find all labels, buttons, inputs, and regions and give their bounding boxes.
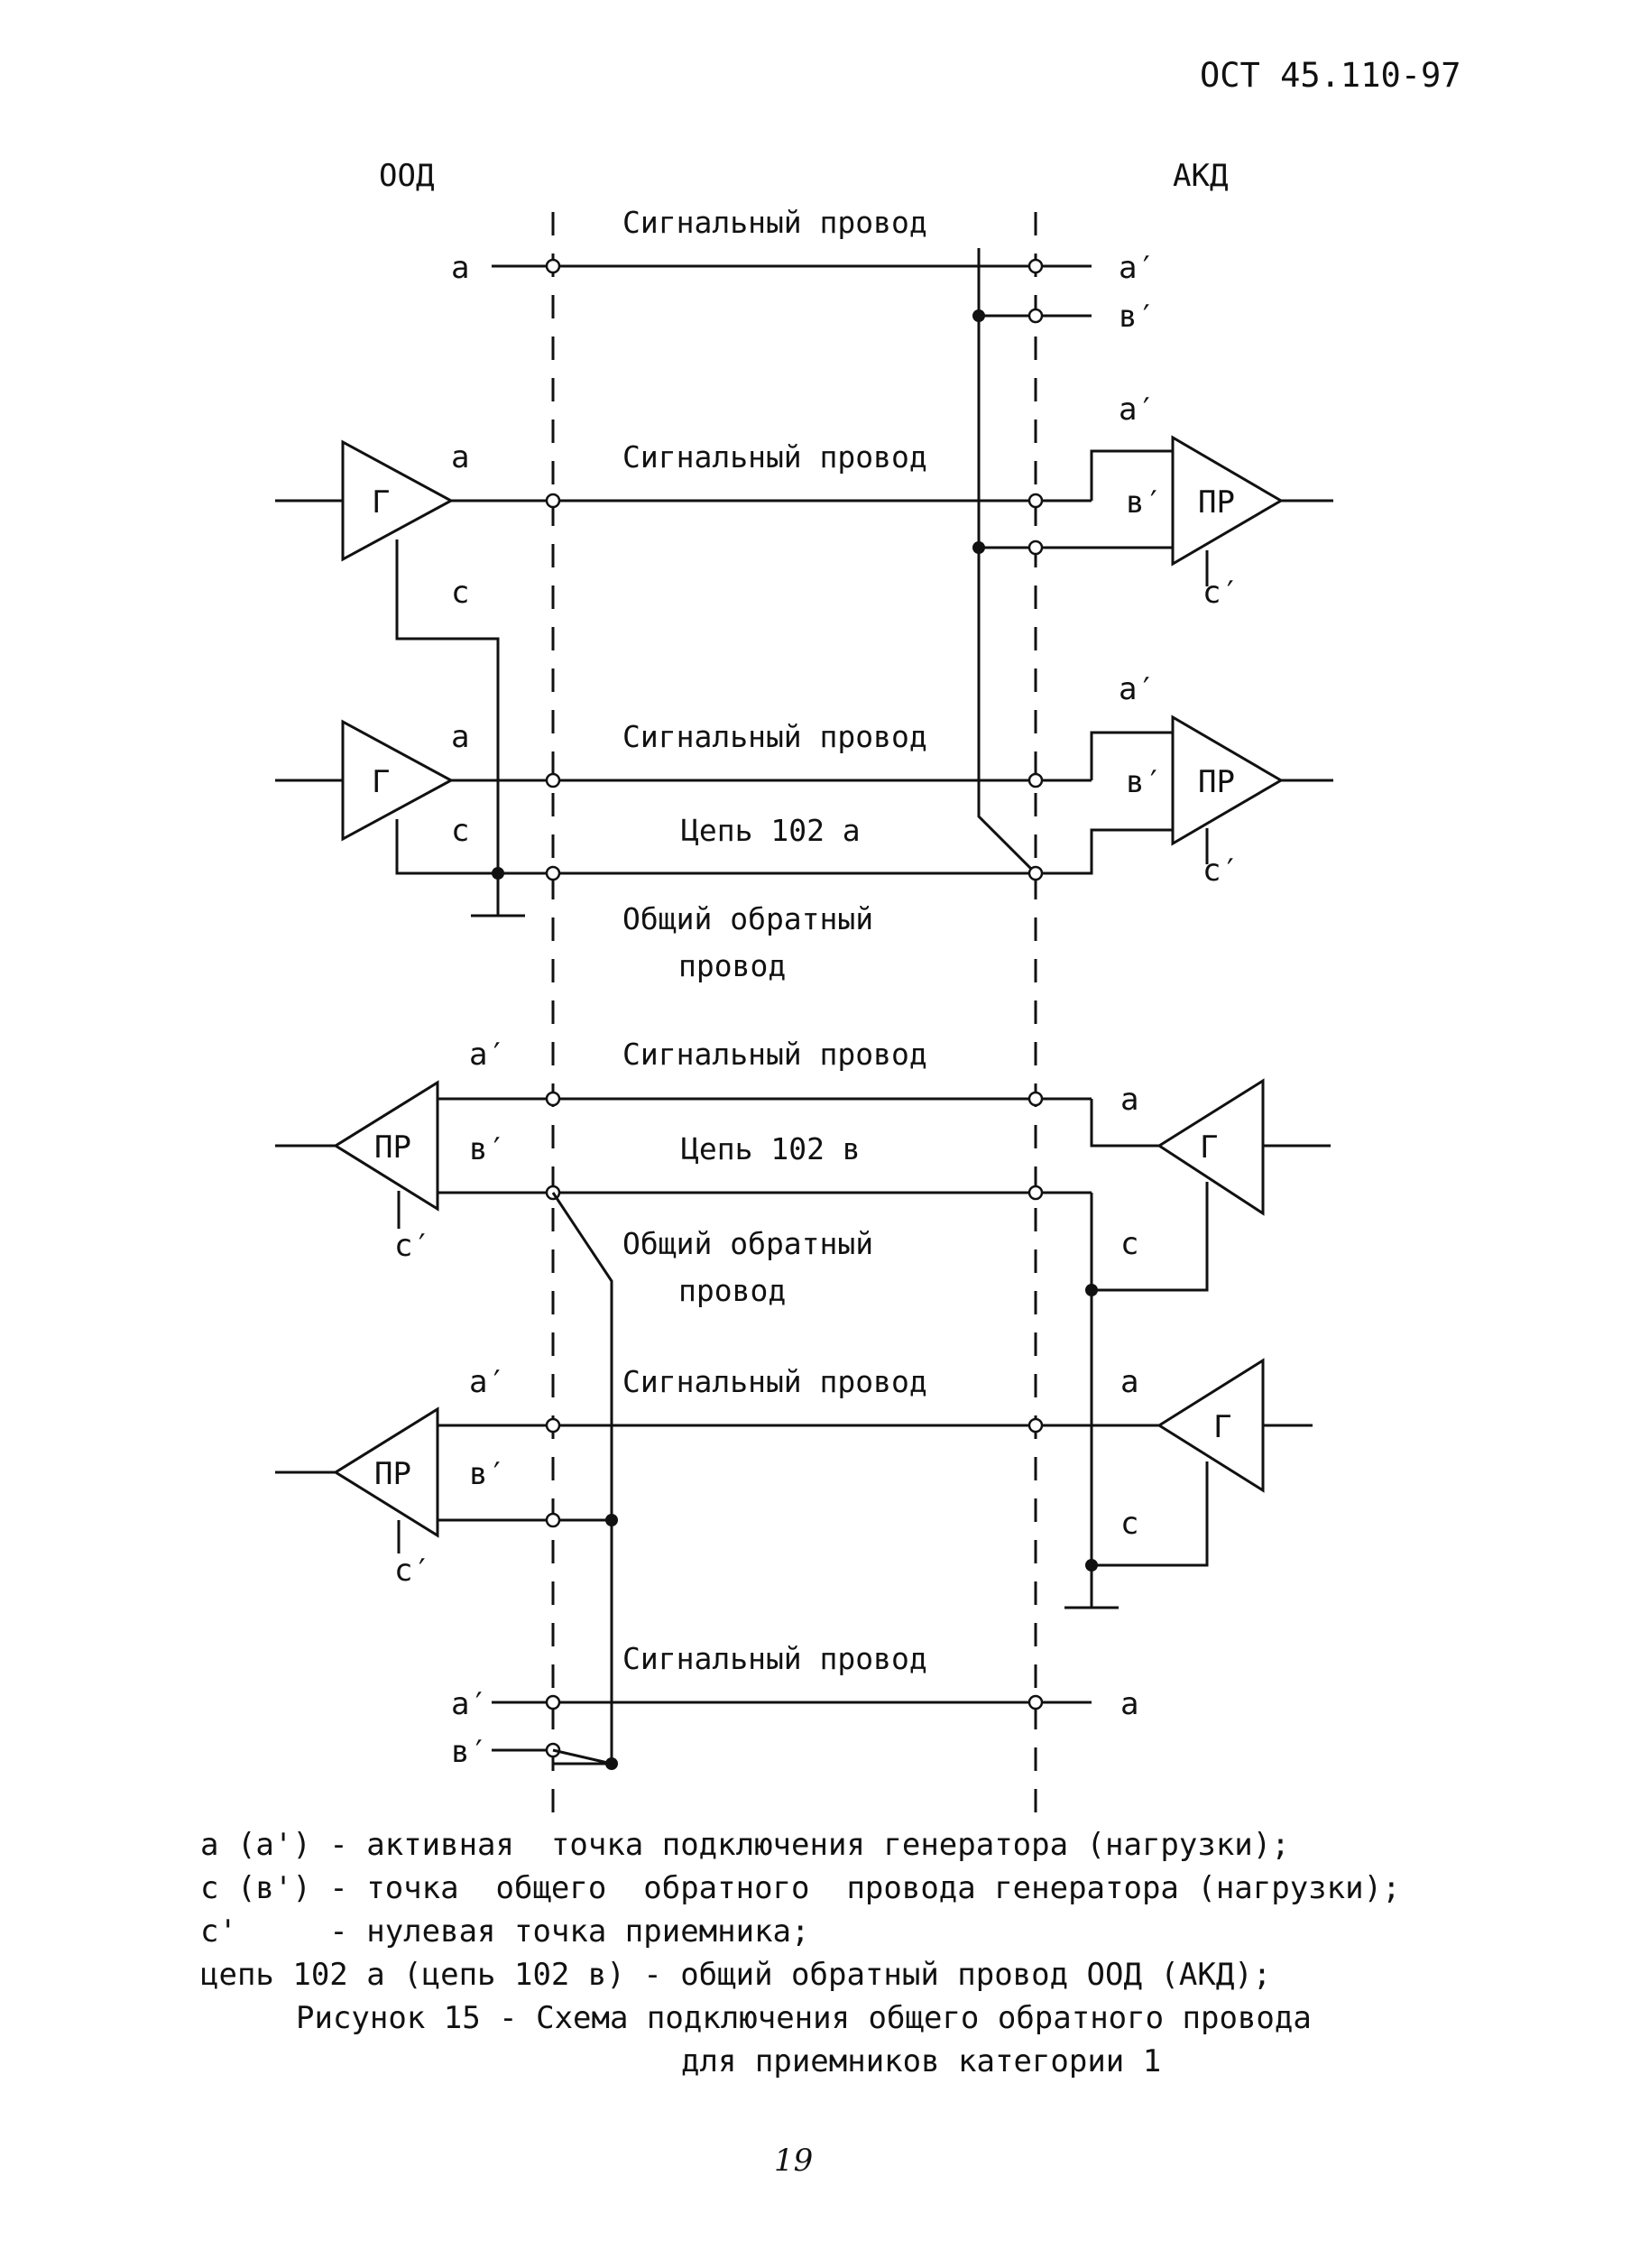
terminal	[545, 865, 561, 881]
generator-label: Г	[1200, 1129, 1218, 1166]
signal-wire-label: Сигнальный провод	[622, 719, 927, 754]
terminal	[1027, 258, 1044, 274]
terminal	[545, 772, 561, 788]
point-label: с	[1120, 1226, 1138, 1262]
figure-caption: для приемников категории 1	[681, 2043, 1162, 2079]
terminal	[1027, 772, 1044, 788]
terminal	[1027, 1091, 1044, 1107]
terminal	[1027, 493, 1044, 509]
legend-line: цепь 102 а (цепь 102 в) - общий обратный…	[200, 1957, 1272, 1993]
point-label: в′	[469, 1131, 506, 1167]
terminal	[1027, 1694, 1044, 1710]
point-label: с′	[394, 1228, 431, 1264]
point-label: а	[1120, 1082, 1138, 1118]
junction	[972, 309, 985, 322]
common-return-label: Общий обратный	[622, 1226, 873, 1261]
point-label: с′	[394, 1553, 431, 1589]
receiver-label: ПР	[1198, 764, 1235, 800]
terminal	[545, 1512, 561, 1528]
signal-wire-label: Сигнальный провод	[622, 1037, 927, 1072]
point-label: а′	[1119, 671, 1156, 707]
receiver-label: ПР	[1198, 484, 1235, 521]
receiver-symbol	[1171, 715, 1284, 846]
generator-symbol	[1156, 1358, 1265, 1493]
common-return-label: Общий обратный	[622, 901, 873, 936]
circuit-102b-label: Цепь 102 в	[681, 1131, 861, 1166]
point-label: а′	[1119, 392, 1156, 428]
legend-line: с (в') - точка общего обратного провода …	[200, 1870, 1401, 1906]
receiver-symbol	[1171, 435, 1284, 567]
point-label: а	[451, 719, 469, 755]
point-label: а	[451, 250, 469, 286]
point-label: с	[451, 575, 469, 611]
terminal	[545, 258, 561, 274]
terminal	[545, 493, 561, 509]
terminal	[1027, 539, 1044, 556]
signal-wire-label: Сигнальный провод	[622, 205, 927, 240]
legend-line: а (а') - активная точка подключения гене…	[200, 1827, 1290, 1863]
point-label: а′	[469, 1037, 506, 1073]
common-return-bus-dte	[551, 1192, 613, 1766]
terminal	[545, 1417, 561, 1434]
common-return-label: провод	[678, 948, 786, 983]
point-label: в′	[1126, 484, 1163, 521]
circuit-102a-label: Цепь 102 а	[681, 813, 861, 848]
terminal	[1027, 308, 1044, 324]
junction	[1085, 1284, 1098, 1296]
point-label: а	[1120, 1364, 1138, 1400]
signal-wire-label: Сигнальный провод	[622, 1641, 927, 1676]
point-label: с	[1120, 1506, 1138, 1542]
dce-header: АКД	[1173, 158, 1228, 194]
point-label: с′	[1203, 575, 1239, 611]
point-label: в′	[451, 1734, 488, 1770]
figure-caption: Рисунок 15 - Схема подключения общего об…	[296, 2000, 1312, 2036]
generator-symbol	[341, 439, 455, 562]
signal-wire-label: Сигнальный провод	[622, 439, 927, 475]
generator-label: Г	[1213, 1409, 1231, 1445]
document-id: ОСТ 45.110-97	[1200, 56, 1461, 95]
generator-symbol	[341, 719, 455, 842]
terminal	[1027, 865, 1044, 881]
signal-wire-label: Сигнальный провод	[622, 1364, 927, 1399]
legend-line: с' - нулевая точка приемника;	[200, 1913, 810, 1950]
common-return-label: провод	[678, 1273, 786, 1308]
generator-label: Г	[372, 764, 390, 800]
point-label: а′	[469, 1364, 506, 1400]
point-label: в′	[469, 1456, 506, 1492]
point-label: с′	[1203, 853, 1239, 889]
point-label: в′	[1126, 764, 1163, 800]
point-label: а′	[451, 1686, 488, 1722]
terminal	[545, 1694, 561, 1710]
terminal	[1027, 1417, 1044, 1434]
receiver-symbol	[333, 1080, 439, 1212]
receiver-symbol	[333, 1406, 439, 1538]
receiver-label: ПР	[374, 1129, 411, 1166]
point-label: а	[1120, 1686, 1138, 1722]
generator-label: Г	[372, 484, 390, 521]
page-number: 19	[774, 2143, 814, 2179]
terminal	[545, 1091, 561, 1107]
point-label: в′	[1119, 299, 1156, 335]
point-label: с	[451, 813, 469, 849]
common-return-bus-dce	[977, 248, 1037, 875]
point-label: а′	[1119, 250, 1156, 286]
dte-header: ООД	[379, 158, 434, 194]
point-label: а	[451, 439, 469, 475]
receiver-label: ПР	[374, 1456, 411, 1492]
terminal	[1027, 1185, 1044, 1201]
